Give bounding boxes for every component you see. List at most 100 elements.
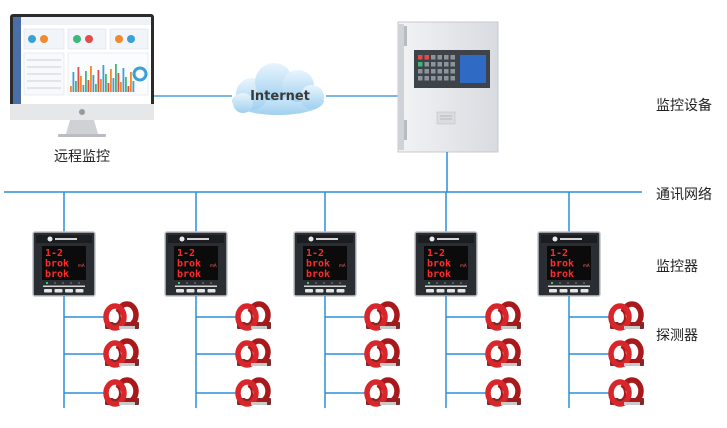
meter-unit: mA: [210, 263, 217, 268]
sensor-ring-front: [608, 303, 632, 331]
panel-button: [437, 62, 442, 67]
panel-button: [450, 76, 455, 81]
mini-bar: [132, 81, 135, 92]
indicator-led: [306, 281, 310, 285]
current-transformer-sensor: [485, 377, 521, 407]
meter-button: [447, 289, 455, 293]
current-transformer-sensor: [235, 338, 271, 368]
mini-bar: [97, 70, 100, 92]
meter-unit: mA: [583, 263, 590, 268]
mini-bar: [130, 72, 132, 92]
meter-button: [207, 289, 216, 293]
sensor-ring-front: [103, 303, 127, 331]
fine-print: [304, 285, 346, 287]
remote-monitoring-label: 远程监控: [54, 149, 110, 165]
indicator-led: [193, 281, 197, 285]
meter-reading: 1-2: [427, 248, 445, 259]
current-transformer-sensor: [364, 301, 400, 331]
mini-bar: [92, 75, 95, 92]
meter-button: [326, 289, 334, 293]
sensor-hole: [243, 348, 251, 360]
meter-reading: brok: [306, 269, 330, 280]
meter-reading: brok: [306, 259, 330, 270]
panel-button: [444, 69, 449, 74]
monitoring-equipment-label: 监控设备: [656, 98, 712, 114]
sensor-hole: [493, 348, 501, 360]
panel-button: [424, 76, 429, 81]
sensor-ring-front: [103, 340, 127, 368]
brand-logo-icon: [429, 236, 435, 242]
current-transformer-sensor: [608, 301, 644, 331]
sensor-label: [624, 326, 640, 329]
fine-print: [43, 285, 85, 287]
mini-bar: [112, 78, 115, 92]
meter-reading: brok: [550, 269, 574, 280]
meter-button: [457, 289, 466, 293]
meter-reading: brok: [427, 269, 451, 280]
meter-screen: [174, 246, 218, 280]
meter-button: [559, 289, 568, 293]
meter-button: [426, 289, 434, 293]
monitor-computer: [10, 14, 154, 137]
mini-bar: [107, 83, 110, 92]
brand-mark: [560, 238, 582, 240]
sensor-ring-front: [235, 379, 259, 407]
meter-button: [186, 289, 195, 293]
indicator-led: [435, 281, 439, 285]
mini-bar: [127, 86, 130, 92]
mini-bar: [72, 72, 75, 92]
meter-button: [197, 289, 205, 293]
mini-bar: [122, 68, 125, 92]
panel-button: [450, 69, 455, 74]
brand-logo-icon: [308, 236, 314, 242]
internet-label: Internet: [250, 89, 310, 104]
monitor-label: 监控器: [656, 259, 698, 275]
indicator-led: [69, 281, 73, 285]
current-transformer-sensor: [103, 338, 139, 368]
brand-logo-icon: [179, 236, 185, 242]
sensor-hole: [243, 387, 251, 399]
panel-button: [437, 76, 442, 81]
sensor-ring-front: [364, 303, 388, 331]
sensor-hole: [372, 311, 380, 323]
indicator-led: [77, 281, 81, 285]
sensor-hole: [616, 348, 624, 360]
mini-bar: [100, 79, 102, 92]
indicator-led: [459, 281, 463, 285]
current-transformer-sensor: [608, 338, 644, 368]
sensor-hole: [493, 387, 501, 399]
mini-bar: [115, 64, 117, 92]
sensor-hole: [243, 311, 251, 323]
fine-print: [548, 285, 590, 287]
meter-button: [570, 289, 578, 293]
sensor-ring-front: [485, 379, 509, 407]
sensor-label: [380, 402, 396, 405]
meter-button: [336, 289, 345, 293]
meter-reading: 1-2: [550, 248, 568, 259]
current-transformer-sensor: [364, 338, 400, 368]
panel-button: [424, 55, 429, 60]
panel-button: [437, 69, 442, 74]
sensor-label: [624, 363, 640, 366]
current-transformer-sensor: [485, 301, 521, 331]
sensor-label: [380, 326, 396, 329]
brand-mark: [316, 238, 338, 240]
indicator-led: [314, 281, 318, 285]
indicator-led: [209, 281, 213, 285]
sensor-ring-front: [608, 379, 632, 407]
meter-button: [75, 289, 84, 293]
indicator-led: [550, 281, 554, 285]
meter-screen: [303, 246, 347, 280]
brand-mark: [55, 238, 77, 240]
brand-mark: [437, 238, 459, 240]
meter-unit: mA: [339, 263, 346, 268]
indicator-led: [322, 281, 326, 285]
brand-logo-icon: [552, 236, 558, 242]
indicator-led: [201, 281, 205, 285]
meter-screen: [42, 246, 86, 280]
meter-reading: brok: [550, 259, 574, 270]
sensor-label: [251, 402, 267, 405]
